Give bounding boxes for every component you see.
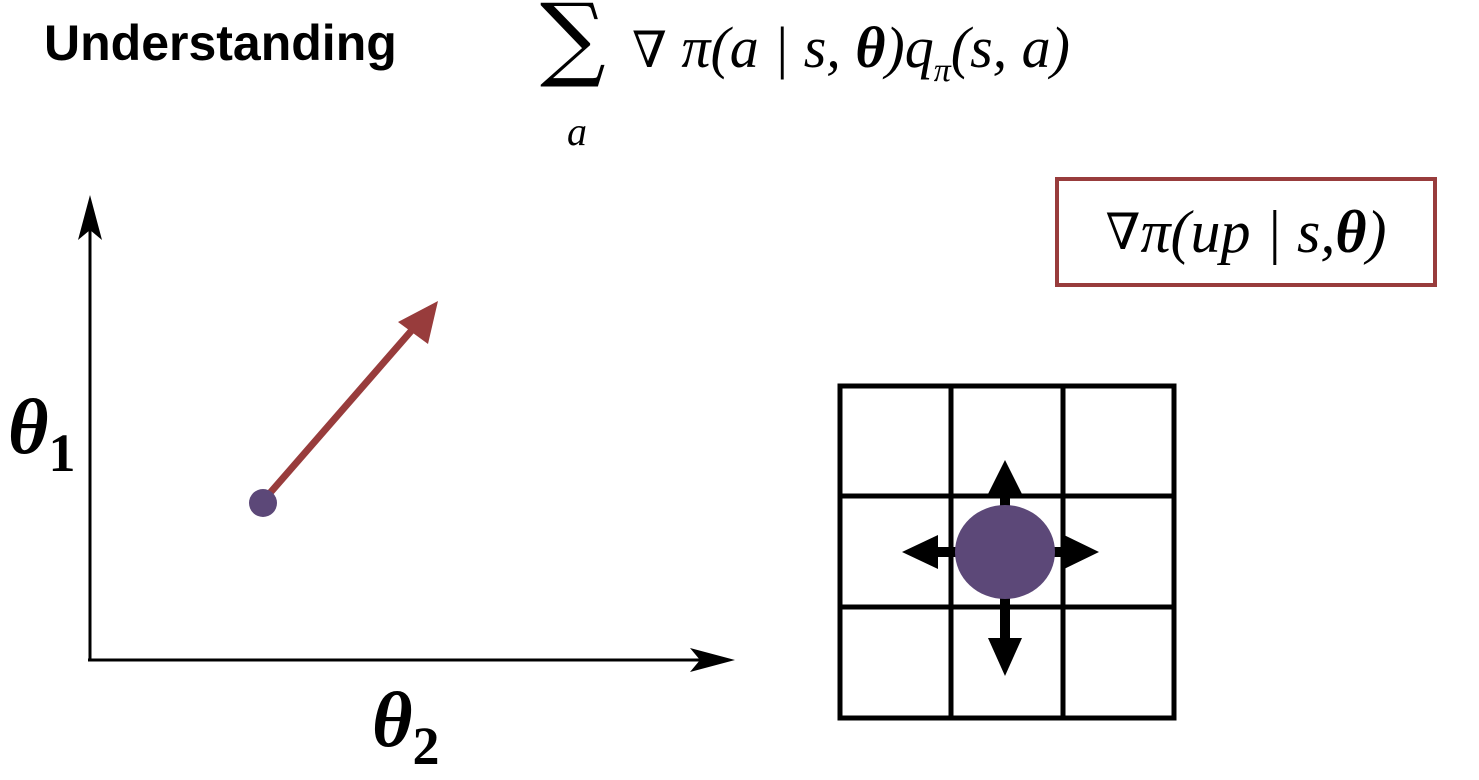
y-axis-index: 1 <box>48 423 76 483</box>
x-axis-arrowhead <box>690 648 735 672</box>
parameter-axes <box>78 195 735 672</box>
y-axis-label: θ1 <box>8 382 76 484</box>
right-arrow-icon <box>1064 535 1099 569</box>
summation-index: a <box>567 109 587 154</box>
nabla-symbol: ∇ <box>1105 203 1141 261</box>
formula-q: )q <box>885 15 934 80</box>
up-arrow-icon <box>988 460 1022 494</box>
down-arrow-stem <box>1000 595 1010 641</box>
y-axis-arrowhead <box>78 195 102 240</box>
gradient-arrow <box>259 301 438 505</box>
left-arrow-icon <box>902 535 938 569</box>
box-close-paren: ) <box>1366 198 1387 265</box>
x-axis-index: 2 <box>412 716 440 776</box>
down-arrow-icon <box>988 638 1022 676</box>
formula-q-args: (s, a) <box>950 15 1070 80</box>
box-pi-args: π(up | s, <box>1140 198 1336 265</box>
gradient-arrow-shaft <box>259 326 416 505</box>
summation-symbol: ∑ <box>540 0 606 91</box>
right-arrow-stem <box>1048 547 1068 557</box>
formula-theta: θ <box>855 15 886 80</box>
parameter-point <box>249 489 277 517</box>
formula-pi-args: π(a | s, <box>666 15 856 80</box>
gradient-up-box: ∇ π(up | s, θ) <box>1055 177 1437 287</box>
formula-q-subscript: π <box>933 52 951 89</box>
slide-title: Understanding <box>44 15 397 71</box>
grid-border <box>837 383 1177 721</box>
left-arrow-stem <box>934 547 960 557</box>
x-axis-theta: θ <box>372 676 413 763</box>
gradient-arrowhead <box>398 301 438 344</box>
box-theta: θ <box>1335 198 1367 265</box>
x-axis-label: θ2 <box>372 675 440 777</box>
agent-circle <box>955 505 1055 599</box>
policy-gradient-formula: ∇ π(a | s, θ)qπ(s, a) <box>632 14 1070 90</box>
y-axis-theta: θ <box>8 383 49 470</box>
nabla-symbol: ∇ <box>632 21 667 79</box>
